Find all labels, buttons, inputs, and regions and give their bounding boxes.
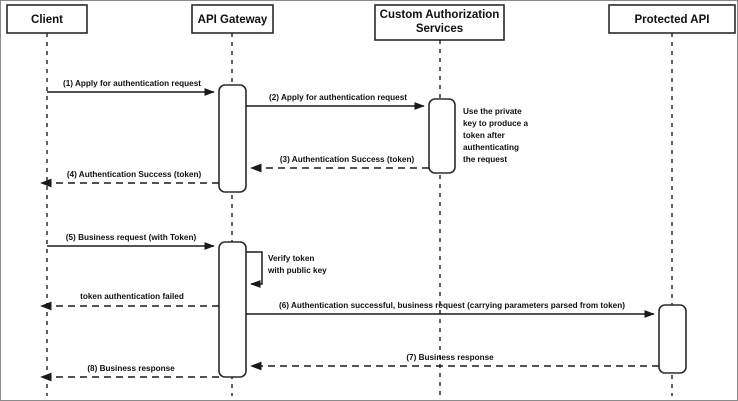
message-4[interactable]: (4) Authentication Success (token) xyxy=(40,170,219,188)
participant-box-gateway[interactable] xyxy=(191,4,274,34)
participant-label-client: Client xyxy=(31,14,63,26)
participant-box-protected[interactable] xyxy=(608,4,736,34)
message-3-label: (3) Authentication Success (token) xyxy=(280,155,415,164)
self-message-verify-token-label-line2: with public key xyxy=(267,266,327,275)
activation-authsvc xyxy=(428,98,456,174)
message-token-authentication-failed-label: token authentication failed xyxy=(80,292,184,301)
message-token-authentication-failed[interactable]: token authentication failed xyxy=(40,292,219,311)
message-7[interactable]: (7) Business response xyxy=(250,353,659,371)
participant-label-gateway: API Gateway xyxy=(198,14,268,26)
message-2[interactable]: (2) Apply for authentication request xyxy=(246,93,425,110)
message-5-label: (5) Business request (with Token) xyxy=(66,233,197,242)
participant-client[interactable]: Client xyxy=(6,4,88,34)
message-8[interactable]: (8) Business response xyxy=(40,364,219,382)
self-message-verify-token[interactable]: Verify token with public key xyxy=(246,251,327,288)
participant-label-protected: Protected API xyxy=(635,14,710,26)
participant-box-authsvc[interactable] xyxy=(374,4,505,41)
lifelines xyxy=(46,33,673,396)
note-private-key: Use the private key to produce a token a… xyxy=(463,107,529,164)
participant-gateway[interactable]: API Gateway xyxy=(191,4,274,34)
participant-protected[interactable]: Protected API xyxy=(608,4,736,34)
message-6[interactable]: (6) Authentication successful, business … xyxy=(246,301,655,318)
activation-gateway-auth xyxy=(218,84,247,193)
participant-box-client[interactable] xyxy=(6,4,88,34)
message-8-label: (8) Business response xyxy=(87,364,175,373)
note-private-key-line4: authenticating xyxy=(463,143,519,152)
message-1-label: (1) Apply for authentication request xyxy=(63,79,201,88)
message-3[interactable]: (3) Authentication Success (token) xyxy=(250,155,429,173)
message-2-label: (2) Apply for authentication request xyxy=(269,93,407,102)
activation-gateway-business xyxy=(218,241,247,378)
self-message-verify-token-arrow xyxy=(246,251,263,288)
participant-label-authsvc-line2: Services xyxy=(416,23,463,35)
activation-protected xyxy=(658,304,687,374)
participant-authsvc[interactable]: Custom Authorization Services xyxy=(374,4,505,41)
note-private-key-line3: token after xyxy=(463,131,506,140)
participant-label-authsvc-line1: Custom Authorization xyxy=(380,9,500,21)
message-5[interactable]: (5) Business request (with Token) xyxy=(47,233,215,250)
self-message-verify-token-label-line1: Verify token xyxy=(268,254,314,263)
message-6-label: (6) Authentication successful, business … xyxy=(279,301,625,310)
message-1[interactable]: (1) Apply for authentication request xyxy=(47,79,215,96)
note-private-key-line2: key to produce a xyxy=(463,119,529,128)
message-4-label: (4) Authentication Success (token) xyxy=(67,170,202,179)
note-private-key-line5: the request xyxy=(463,155,507,164)
message-7-label: (7) Business response xyxy=(406,353,494,362)
note-private-key-line1: Use the private xyxy=(463,107,522,116)
